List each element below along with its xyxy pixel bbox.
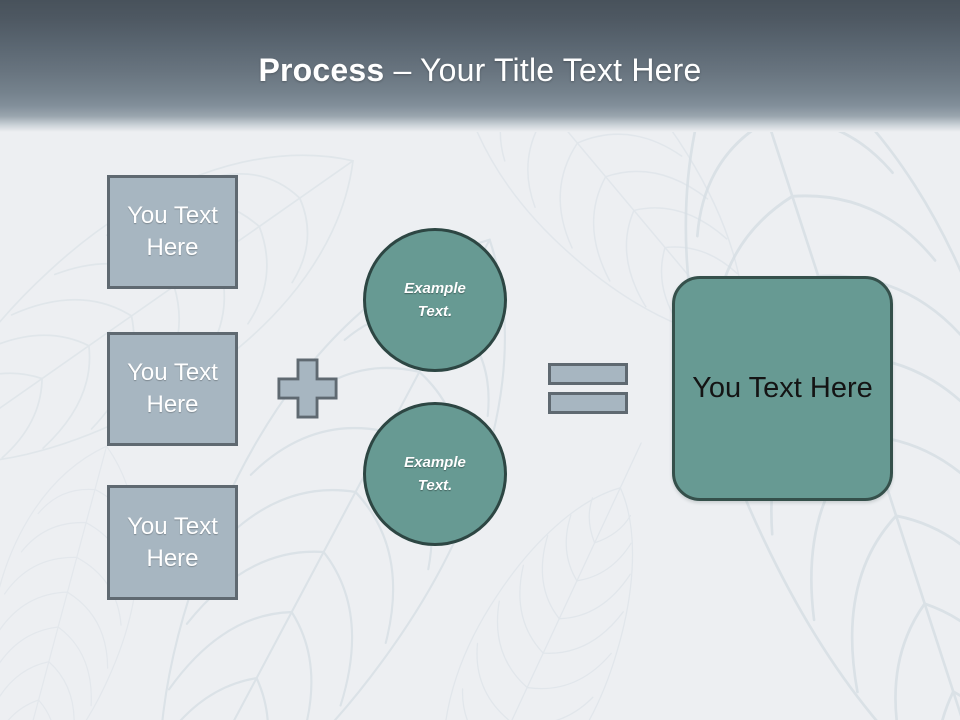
title-band: Process – Your Title Text Here xyxy=(0,0,960,132)
slide-title: Process – Your Title Text Here xyxy=(0,52,960,89)
input-box-3-label: You Text Here xyxy=(127,512,218,572)
example-circle-2-label: Example Text. xyxy=(404,453,466,494)
plus-icon xyxy=(277,358,338,419)
result-box: You Text Here xyxy=(672,276,893,501)
input-box-3: You Text Here xyxy=(107,485,238,600)
result-box-label: You Text Here xyxy=(692,372,873,404)
input-box-1-label: You Text Here xyxy=(127,202,218,261)
input-box-1: You Text Here xyxy=(107,175,238,289)
example-circle-2: Example Text. xyxy=(363,402,507,546)
equals-bar-top xyxy=(548,363,628,385)
example-circle-1: Example Text. xyxy=(363,228,507,372)
equals-icon xyxy=(548,363,628,414)
equals-bar-bottom xyxy=(548,392,628,414)
title-keyword: Process xyxy=(258,52,385,88)
input-box-2: You Text Here xyxy=(107,332,238,446)
example-circle-1-label: Example Text. xyxy=(404,279,466,320)
title-separator: – xyxy=(393,52,412,88)
title-rest: Your Title Text Here xyxy=(420,52,702,88)
input-box-2-label: You Text Here xyxy=(127,359,218,418)
